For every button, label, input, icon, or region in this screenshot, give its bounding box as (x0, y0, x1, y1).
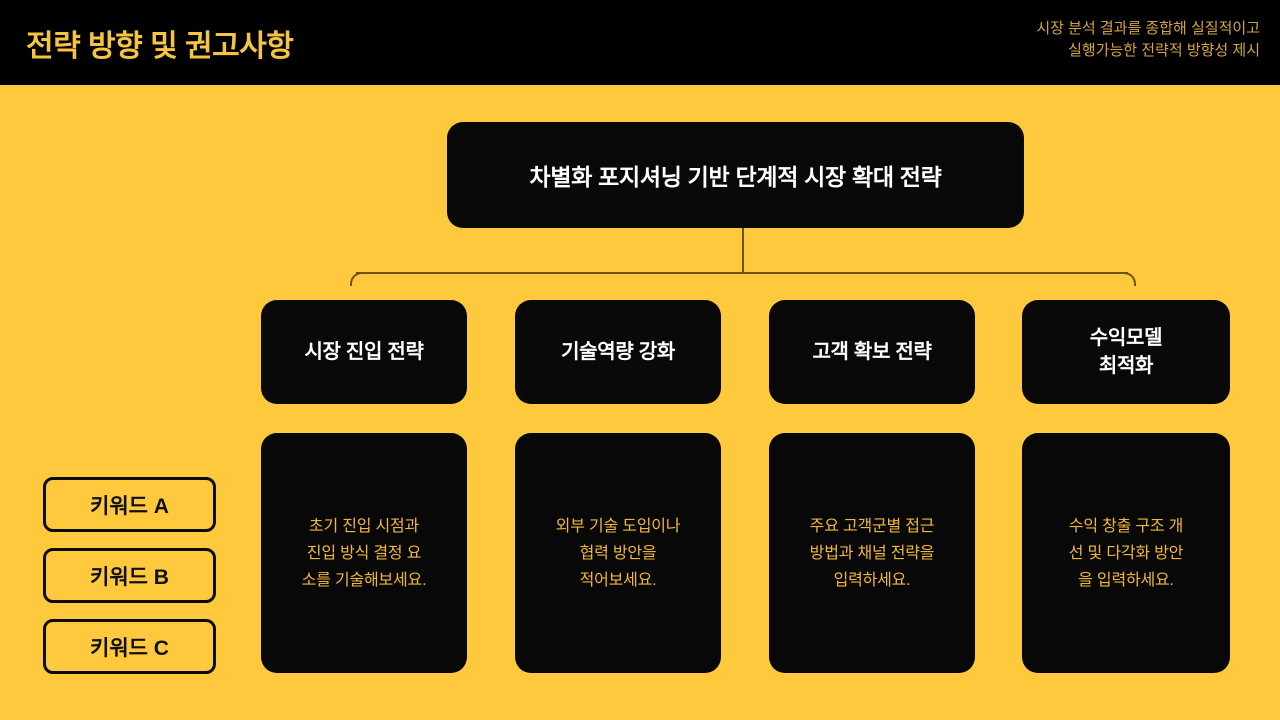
category-label: 수익모델 최적화 (1089, 324, 1163, 380)
keyword-chip-label: 키워드 B (90, 565, 169, 589)
detail-node-tech-capability[interactable]: 외부 기술 도입이나 협력 방안을 적어보세요. (515, 433, 721, 673)
detail-text-line: 주요 고객군별 접근 (809, 517, 935, 535)
keyword-chip-b[interactable]: 키워드 B (43, 548, 216, 603)
category-label: 시장 진입 전략 (304, 338, 423, 366)
category-node-market-entry[interactable]: 시장 진입 전략 (261, 300, 467, 404)
keyword-chip-label: 키워드 A (90, 494, 169, 518)
detail-text: 외부 기술 도입이나 협력 방안을 적어보세요. (556, 513, 681, 594)
page-title: 전략 방향 및 권고사항 (26, 30, 294, 63)
keyword-chip-c[interactable]: 키워드 C (43, 619, 216, 674)
detail-node-market-entry[interactable]: 초기 진입 시점과 진입 방식 결정 요 소를 기술해보세요. (261, 433, 467, 673)
detail-text-line: 선 및 다각화 방안 (1068, 544, 1184, 562)
detail-node-revenue-model[interactable]: 수익 창출 구조 개 선 및 다각화 방안 을 입력하세요. (1022, 433, 1230, 673)
category-node-tech-capability[interactable]: 기술역량 강화 (515, 300, 721, 404)
detail-text-line: 협력 방안을 (579, 544, 657, 562)
connector-corner-left (350, 272, 364, 286)
category-label-line: 고객 확보 전략 (812, 341, 932, 363)
detail-text-line: 진입 방식 결정 요 (306, 544, 422, 562)
detail-text-line: 적어보세요. (579, 571, 657, 589)
category-label-line: 시장 진입 전략 (304, 341, 424, 363)
detail-text: 주요 고객군별 접근 방법과 채널 전략을 입력하세요. (810, 513, 935, 594)
root-strategy-node[interactable]: 차별화 포지셔닝 기반 단계적 시장 확대 전략 (447, 122, 1024, 228)
detail-text-line: 초기 진입 시점과 (308, 517, 420, 535)
keyword-chip-a[interactable]: 키워드 A (43, 477, 216, 532)
header-subtitle: 시장 분석 결과를 종합해 실질적이고 실행가능한 전략적 방향성 제시 (1036, 18, 1260, 62)
detail-node-customer-acquisition[interactable]: 주요 고객군별 접근 방법과 채널 전략을 입력하세요. (769, 433, 975, 673)
connector-root-stem (742, 228, 744, 274)
category-label-line: 수익모델 (1089, 327, 1163, 349)
category-label-line: 기술역량 강화 (561, 341, 675, 363)
category-label-line: 최적화 (1098, 355, 1154, 377)
category-node-revenue-model[interactable]: 수익모델 최적화 (1022, 300, 1230, 404)
detail-text-line: 소를 기술해보세요. (301, 571, 427, 589)
detail-text: 초기 진입 시점과 진입 방식 결정 요 소를 기술해보세요. (302, 513, 427, 594)
root-strategy-label: 차별화 포지셔닝 기반 단계적 시장 확대 전략 (529, 164, 942, 190)
detail-text-line: 수익 창출 구조 개 (1068, 517, 1184, 535)
detail-text-line: 을 입력하세요. (1078, 571, 1174, 589)
connector-corner-right (1122, 272, 1136, 286)
detail-text-line: 외부 기술 도입이나 (555, 517, 681, 535)
header-subtitle-line-1: 시장 분석 결과를 종합해 실질적이고 (1036, 20, 1260, 37)
category-label: 기술역량 강화 (561, 338, 675, 366)
category-node-customer-acquisition[interactable]: 고객 확보 전략 (769, 300, 975, 404)
detail-text: 수익 창출 구조 개 선 및 다각화 방안 을 입력하세요. (1068, 513, 1184, 594)
slide-header: 전략 방향 및 권고사항 시장 분석 결과를 종합해 실질적이고 실행가능한 전… (0, 0, 1280, 85)
detail-text-line: 방법과 채널 전략을 (809, 544, 935, 562)
header-subtitle-line-2: 실행가능한 전략적 방향성 제시 (1068, 42, 1260, 59)
detail-text-line: 입력하세요. (833, 571, 911, 589)
category-label: 고객 확보 전략 (812, 338, 931, 366)
connector-horizontal-bus (356, 272, 1128, 274)
keyword-chip-label: 키워드 C (90, 636, 169, 660)
